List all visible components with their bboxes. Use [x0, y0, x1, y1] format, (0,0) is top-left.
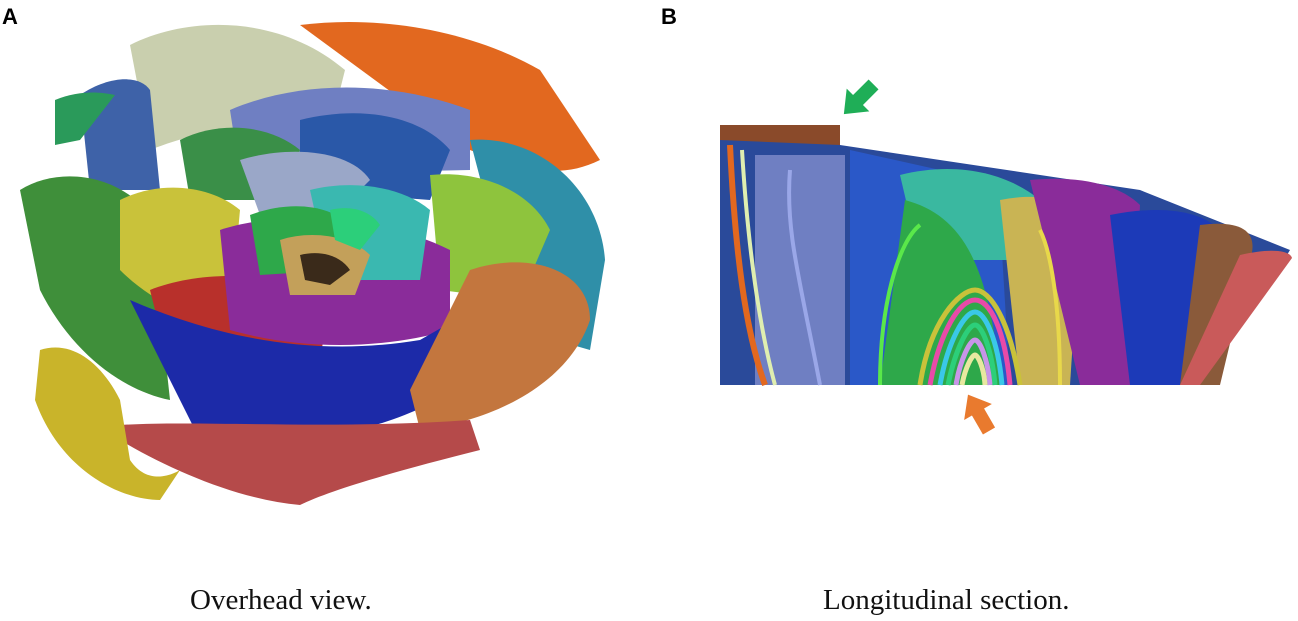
rose-section-render — [720, 125, 1292, 387]
arrow-up-left-icon — [964, 394, 996, 435]
caption-section: Longitudinal section. — [823, 584, 1070, 616]
arrow-down-left-icon — [843, 79, 879, 115]
caption-overhead: Overhead view. — [190, 584, 372, 616]
rose-overhead-render — [20, 22, 605, 505]
panel-label-a: A — [2, 4, 18, 29]
panel-label-b: B — [661, 4, 677, 29]
